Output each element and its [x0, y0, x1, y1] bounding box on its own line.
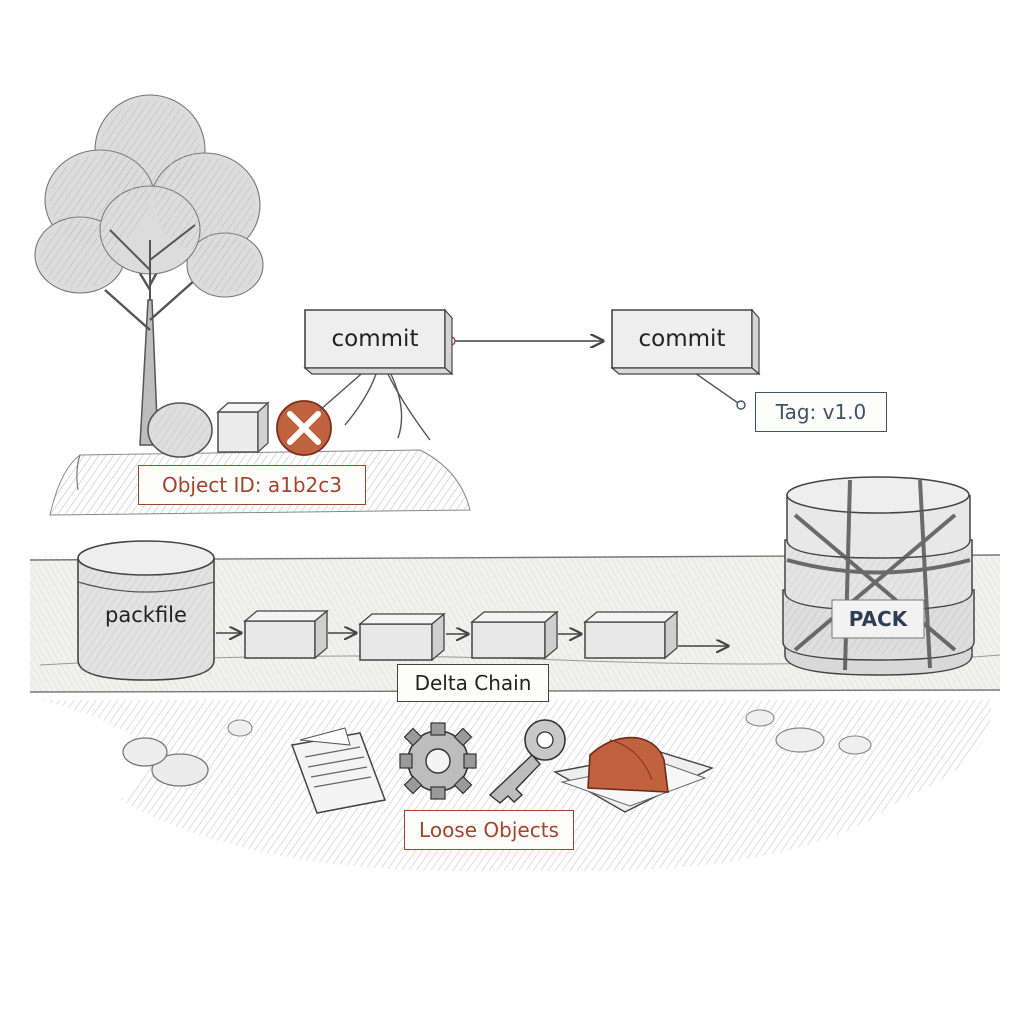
loose-objects-label: Loose Objects [404, 810, 574, 850]
delta-block-2 [358, 612, 446, 662]
cylinder-icon [77, 540, 215, 681]
rock-icon [775, 727, 825, 753]
delta-block-3 [470, 610, 559, 660]
rust-object-icon [587, 736, 669, 793]
delta-chain-blocks [216, 609, 728, 662]
rock-icon [745, 709, 775, 727]
delta-chain-label: Delta Chain [397, 664, 549, 702]
delta-block-1 [243, 609, 329, 660]
rock-icon [151, 753, 209, 787]
stone-icon [147, 402, 213, 458]
commit-box-1 [303, 308, 454, 376]
rock-icon [122, 737, 168, 767]
pack-label: PACK [848, 607, 908, 631]
bundle-icon [782, 476, 975, 676]
delete-x-icon [276, 400, 332, 456]
rock-icon [838, 735, 872, 755]
packfile-label: packfile [105, 603, 187, 627]
delta-block-4 [583, 610, 679, 660]
commit-box-2 [610, 308, 761, 376]
commit-1-label: commit [331, 326, 419, 352]
tag-label: Tag: v1.0 [755, 392, 887, 432]
commit-2-label: commit [638, 326, 726, 352]
rock-icon [227, 719, 253, 737]
gear-icon [399, 722, 477, 800]
cube-icon [216, 401, 270, 454]
key-icon [488, 719, 566, 804]
object-id-label: Object ID: a1b2c3 [138, 465, 366, 505]
document-icon [290, 727, 387, 814]
